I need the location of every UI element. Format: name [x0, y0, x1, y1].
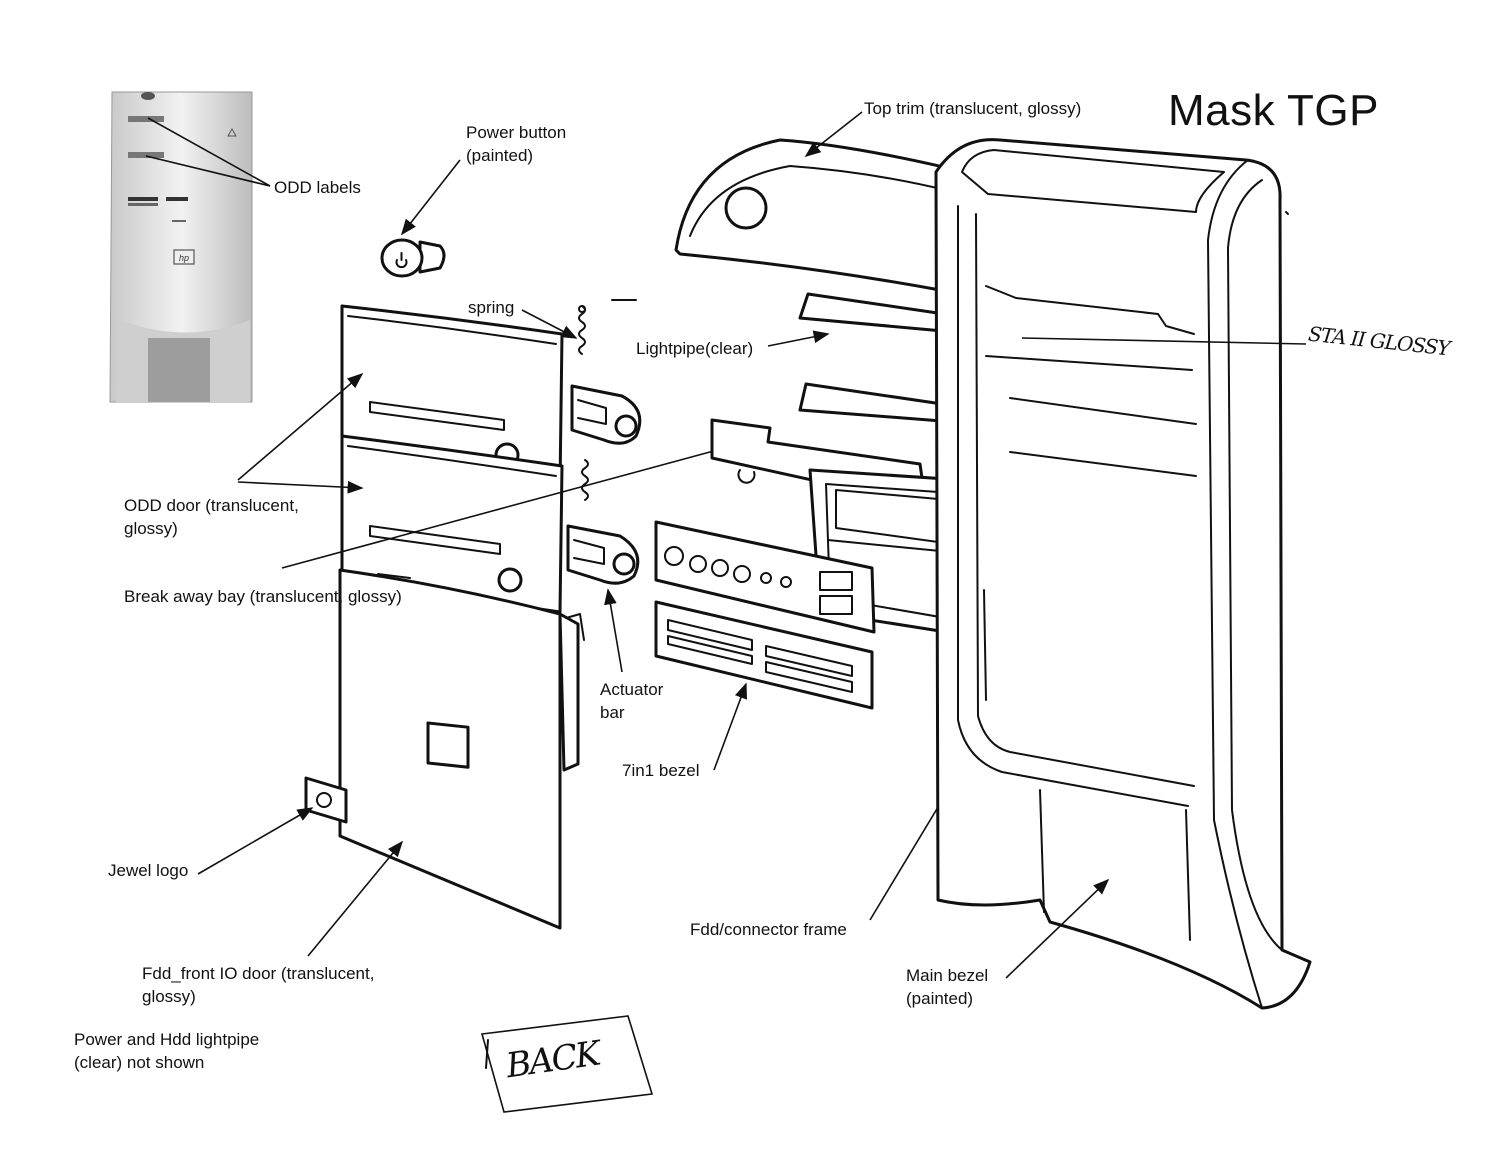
label-power-hdd-note-line1: Power and Hdd lightpipe — [74, 1030, 260, 1049]
label-main-bezel-line1: Main bezel — [906, 966, 989, 985]
reference-pc-photo: hp — [109, 91, 253, 403]
hp-logo-icon: hp — [173, 249, 195, 265]
actuator-bar-part — [566, 384, 642, 585]
label-jewel-logo: Jewel logo — [108, 861, 189, 880]
label-power-hdd-note-line2: (clear) not shown — [74, 1053, 205, 1072]
label-spring: spring — [468, 298, 515, 317]
label-lightpipe: Lightpipe(clear) — [636, 339, 754, 358]
label-break-away-bay: Break away bay (translucent, glossy) — [124, 587, 402, 606]
power-button-part — [380, 238, 446, 278]
label-power-button-line2: (painted) — [466, 146, 534, 165]
spring-part — [578, 305, 589, 501]
page-title: Mask TGP — [1168, 86, 1380, 135]
power-symbol-icon — [395, 252, 408, 269]
main-bezel-part — [934, 138, 1312, 1010]
fdd-front-io-door-part — [338, 568, 585, 930]
back-stamp — [480, 1015, 654, 1113]
label-power-button-line1: Power button — [466, 123, 567, 142]
io-connector-bezel-part — [654, 520, 876, 634]
label-actuator-bar-line2: bar — [600, 703, 625, 722]
label-actuator-bar-line1: Actuator — [600, 680, 664, 699]
label-top-trim: Top trim (translucent, glossy) — [864, 99, 1082, 118]
jewel-logo-part — [304, 776, 348, 824]
label-main-bezel-line2: (painted) — [906, 989, 974, 1008]
label-odd-door-line2: glossy) — [124, 519, 178, 538]
label-7in1-bezel: 7in1 bezel — [622, 761, 700, 780]
label-fdd-connector-frame: Fdd/connector frame — [690, 920, 847, 939]
label-fdd-front-io-door-line2: glossy) — [142, 987, 196, 1006]
seven-in-one-bezel-part — [654, 600, 874, 710]
label-odd-door-line1: ODD door (translucent, — [124, 496, 299, 515]
label-odd-labels: ODD labels — [274, 178, 361, 197]
svg-text:hp: hp — [179, 253, 189, 263]
label-fdd-front-io-door-line1: Fdd_front IO door (translucent, — [142, 964, 375, 983]
odd-door-lower — [340, 434, 564, 614]
